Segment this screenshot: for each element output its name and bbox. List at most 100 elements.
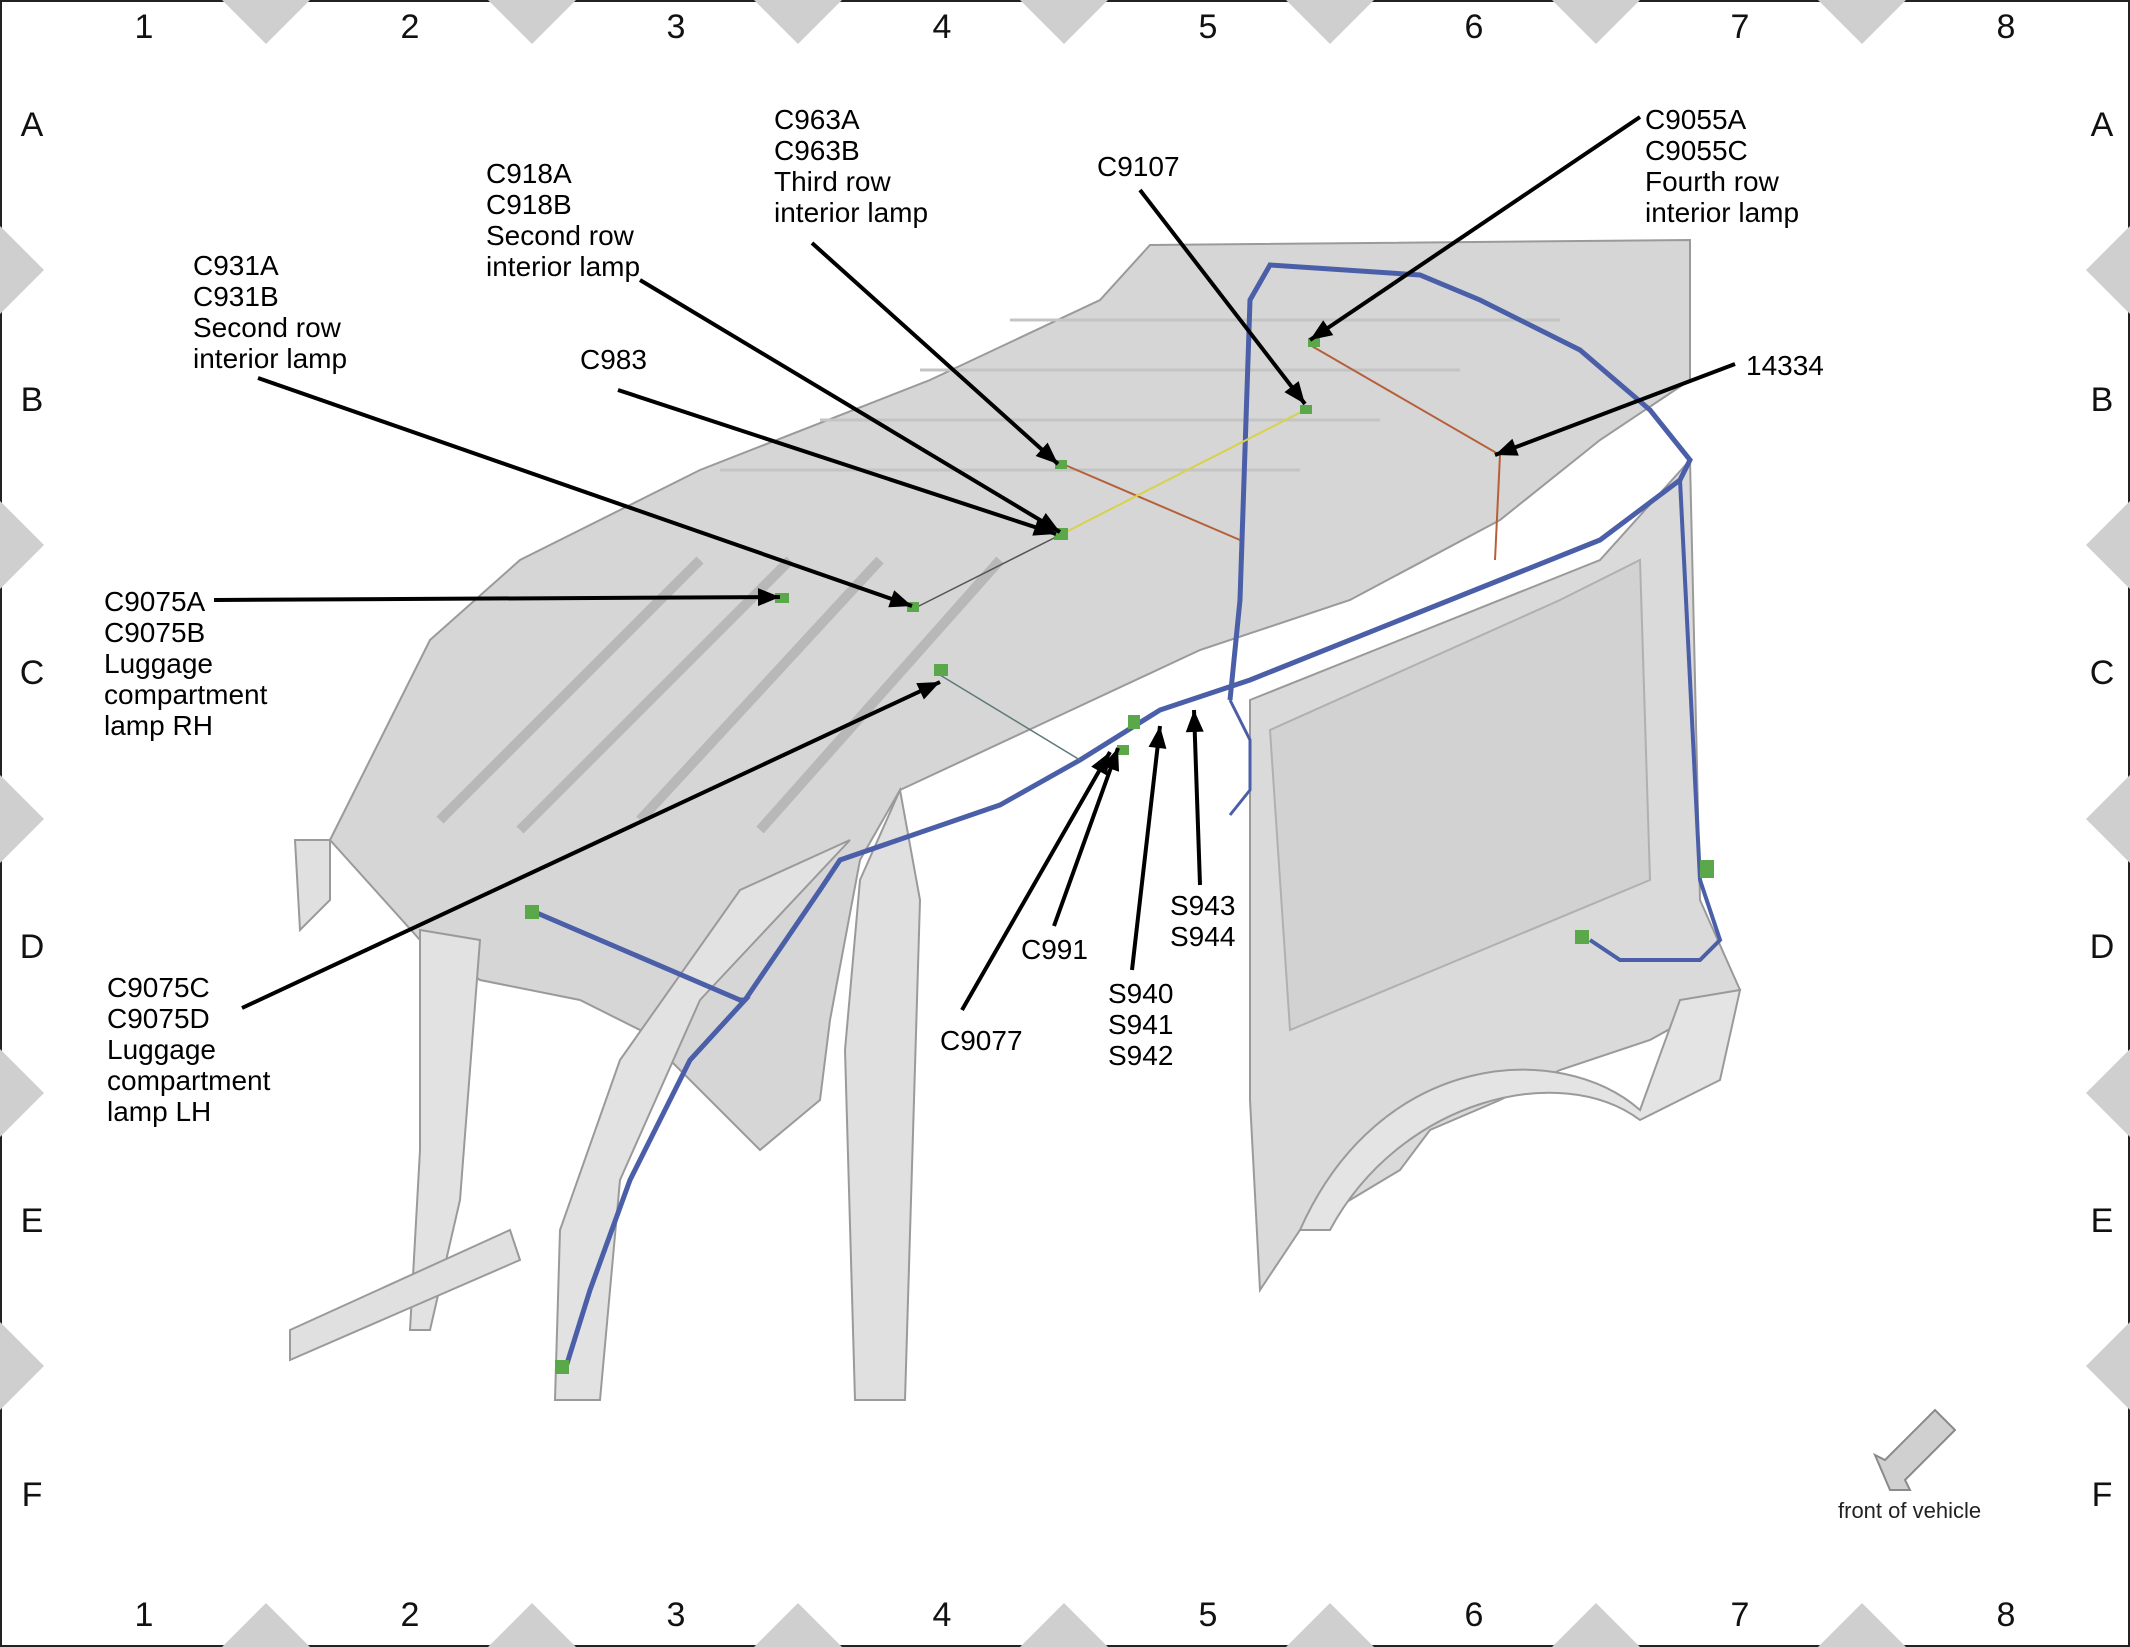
leader-c9107 bbox=[1138, 188, 1307, 406]
grid-col-label: 3 bbox=[666, 1596, 686, 1634]
leader-s943-arrowhead bbox=[1185, 710, 1204, 733]
grid-row-label: B bbox=[20, 381, 44, 419]
callout-line: Second row bbox=[486, 220, 634, 251]
callout-line: C9077 bbox=[940, 1025, 1023, 1056]
callout-line: C991 bbox=[1021, 934, 1088, 965]
grid-row-label: E bbox=[20, 1202, 44, 1240]
a-pillar bbox=[553, 839, 851, 1401]
grid-col-label: 7 bbox=[1730, 8, 1750, 46]
border-diamond bbox=[0, 226, 44, 314]
leader-14334 bbox=[1494, 362, 1736, 457]
callout-14334: 14334 bbox=[1746, 350, 1824, 381]
grid-col-label: 6 bbox=[1464, 1596, 1484, 1634]
border-diamond bbox=[2086, 226, 2130, 314]
callout-line: C9055C bbox=[1645, 135, 1748, 166]
callout-line: Third row bbox=[774, 166, 891, 197]
border-diamond bbox=[488, 0, 576, 44]
leader-c9107-arrowhead bbox=[1284, 381, 1305, 404]
callout-c9107: C9107 bbox=[1097, 151, 1180, 182]
harness-rear-drop bbox=[1588, 479, 1723, 962]
leader-c983-arrowhead bbox=[1032, 518, 1056, 536]
border-diamond bbox=[1818, 0, 1906, 44]
leader-c9077-arrowhead bbox=[1091, 752, 1110, 776]
border-diamond bbox=[754, 1603, 842, 1647]
leader-c963-arrowhead bbox=[1035, 442, 1058, 464]
grid-col-label: 8 bbox=[1996, 8, 2016, 46]
callout-line: C9107 bbox=[1097, 151, 1180, 182]
leader-c9055 bbox=[1308, 115, 1642, 342]
callout-line: 14334 bbox=[1746, 350, 1824, 381]
leader-c931 bbox=[257, 376, 913, 608]
callout-s943-s944: S943 S944 bbox=[1170, 890, 1235, 952]
grid-col-label: 4 bbox=[932, 1596, 952, 1634]
callout-c991: C991 bbox=[1021, 934, 1088, 965]
callout-line: S940 bbox=[1108, 978, 1174, 1009]
grid-row-label: B bbox=[2090, 381, 2114, 419]
leader-c9075ab-arrowhead bbox=[757, 588, 780, 607]
grid-col-label: 5 bbox=[1198, 1596, 1218, 1634]
border-diamond bbox=[0, 1049, 44, 1137]
arrow-icon bbox=[1873, 1408, 1957, 1491]
callout-line: Luggage bbox=[104, 648, 214, 679]
border-diamond bbox=[2086, 1322, 2130, 1410]
callout-line: Luggage bbox=[107, 1034, 217, 1065]
callout-line: C931B bbox=[193, 281, 279, 312]
border-diamond bbox=[1286, 1603, 1374, 1647]
grid-col-label: 2 bbox=[400, 8, 420, 46]
callout-line: C9075D bbox=[107, 1003, 210, 1034]
callout-line: C9055A bbox=[1645, 104, 1747, 135]
callout-c963-third-row-lamp: C963A C963B Third row interior lamp bbox=[774, 104, 928, 228]
grid-row-label: D bbox=[2089, 928, 2115, 966]
callout-line: Second row bbox=[193, 312, 341, 343]
grid-col-label: 2 bbox=[400, 1596, 420, 1634]
leader-14334-arrowhead bbox=[1495, 438, 1519, 456]
leader-c9075cd bbox=[241, 680, 941, 1010]
leader-c9075ab bbox=[213, 595, 781, 602]
leader-s940-arrowhead bbox=[1148, 726, 1167, 749]
grid-col-label: 4 bbox=[932, 8, 952, 46]
leader-c931-arrowhead bbox=[888, 590, 912, 608]
callout-s940-s941-s942: S940 S941 S942 bbox=[1108, 978, 1173, 1071]
callout-line: interior lamp bbox=[774, 197, 929, 228]
border-diamond bbox=[222, 0, 310, 44]
leader-c9055-arrowhead bbox=[1310, 320, 1334, 340]
leader-c9077 bbox=[960, 751, 1112, 1011]
border-diamond bbox=[488, 1603, 576, 1647]
callout-line: S944 bbox=[1170, 921, 1236, 952]
harness-a-pillar-branch bbox=[529, 907, 751, 1371]
harness-b-pillar-branch bbox=[1228, 699, 1252, 816]
callout-line: C963A bbox=[774, 104, 860, 135]
callout-line: C963B bbox=[774, 135, 860, 166]
leader-s940 bbox=[1130, 725, 1162, 971]
grid-row-label: F bbox=[21, 1476, 43, 1514]
wire-c931 bbox=[914, 534, 1061, 609]
border-diamond bbox=[1818, 1603, 1906, 1647]
callout-line: S942 bbox=[1108, 1040, 1174, 1071]
leader-c983 bbox=[617, 388, 1057, 536]
grid-col-label: 3 bbox=[666, 8, 686, 46]
callout-line: compartment bbox=[107, 1065, 271, 1096]
callout-line: C918A bbox=[486, 158, 572, 189]
grid-row-label: A bbox=[20, 106, 44, 144]
rear-pillar bbox=[408, 928, 482, 1331]
callout-line: interior lamp bbox=[486, 251, 641, 282]
callout-line: Fourth row bbox=[1645, 166, 1779, 197]
callout-c9077: C9077 bbox=[940, 1025, 1023, 1056]
grid-col-label: 7 bbox=[1730, 1596, 1750, 1634]
grid-col-label: 1 bbox=[134, 8, 154, 46]
grid-row-label: A bbox=[2090, 106, 2114, 144]
border-diamond bbox=[1020, 0, 1108, 44]
callout-line: C931A bbox=[193, 250, 279, 281]
grid-row-label: D bbox=[19, 928, 45, 966]
border-diamond bbox=[1286, 0, 1374, 44]
border-diamond bbox=[0, 1322, 44, 1410]
wheel-arch bbox=[1298, 988, 1742, 1231]
side-window-recess bbox=[1268, 558, 1652, 1032]
callout-line: S941 bbox=[1108, 1009, 1174, 1040]
border-diamond bbox=[1552, 1603, 1640, 1647]
rear-sill bbox=[289, 1228, 522, 1362]
border-diamond bbox=[2086, 501, 2130, 589]
